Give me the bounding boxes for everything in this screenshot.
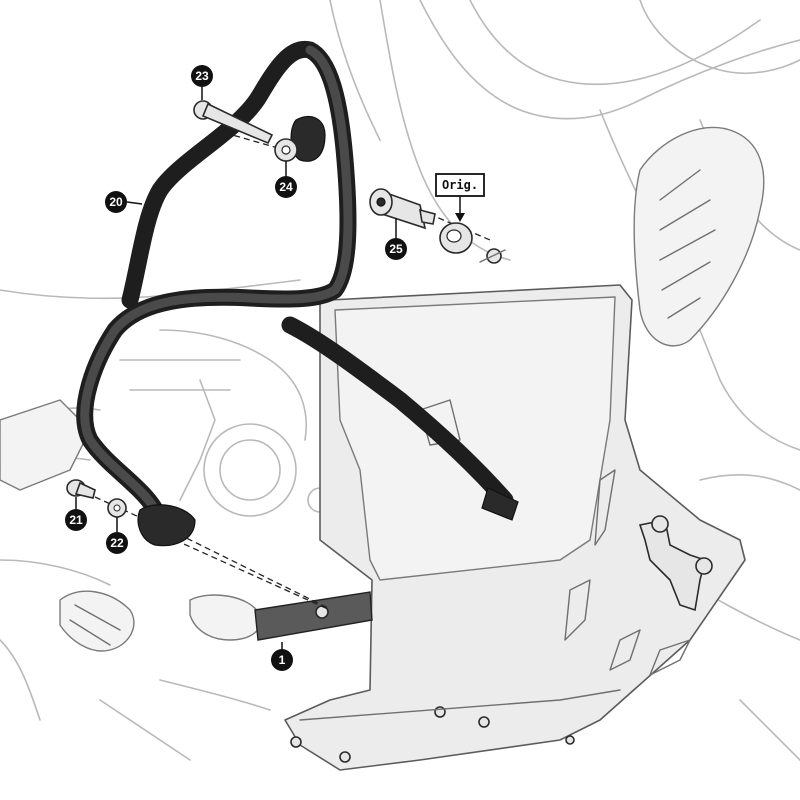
washer-22 xyxy=(107,498,127,518)
orig-tag-label: Orig. xyxy=(442,178,478,192)
callout-24-label: 24 xyxy=(279,180,293,194)
callout-24: 24 xyxy=(275,161,297,198)
callout-22-label: 22 xyxy=(110,536,124,550)
crash-bar-tube xyxy=(76,40,519,547)
bolt-23 xyxy=(193,100,274,145)
callout-21-label: 21 xyxy=(69,513,83,527)
spacer-25 xyxy=(369,188,436,230)
callout-21: 21 xyxy=(65,497,87,531)
callout-20: 20 xyxy=(105,191,143,213)
motorcycle-background-lineart xyxy=(0,0,800,761)
orig-tag: Orig. xyxy=(435,173,485,222)
original-spacer xyxy=(439,222,473,254)
washer-24 xyxy=(274,138,298,162)
bolt-21 xyxy=(66,479,96,499)
callout-1: 1 xyxy=(271,642,293,671)
hardware-parts xyxy=(66,100,506,518)
skid-plate-bracket xyxy=(638,515,713,612)
callout-1-label: 1 xyxy=(279,653,286,667)
bracket-part-1 xyxy=(254,591,373,641)
callout-23-label: 23 xyxy=(195,69,209,83)
callout-20-label: 20 xyxy=(109,195,123,209)
callout-25: 25 xyxy=(385,218,407,260)
callout-23: 23 xyxy=(191,65,213,100)
callout-25-label: 25 xyxy=(389,242,403,256)
callout-22: 22 xyxy=(106,517,128,554)
